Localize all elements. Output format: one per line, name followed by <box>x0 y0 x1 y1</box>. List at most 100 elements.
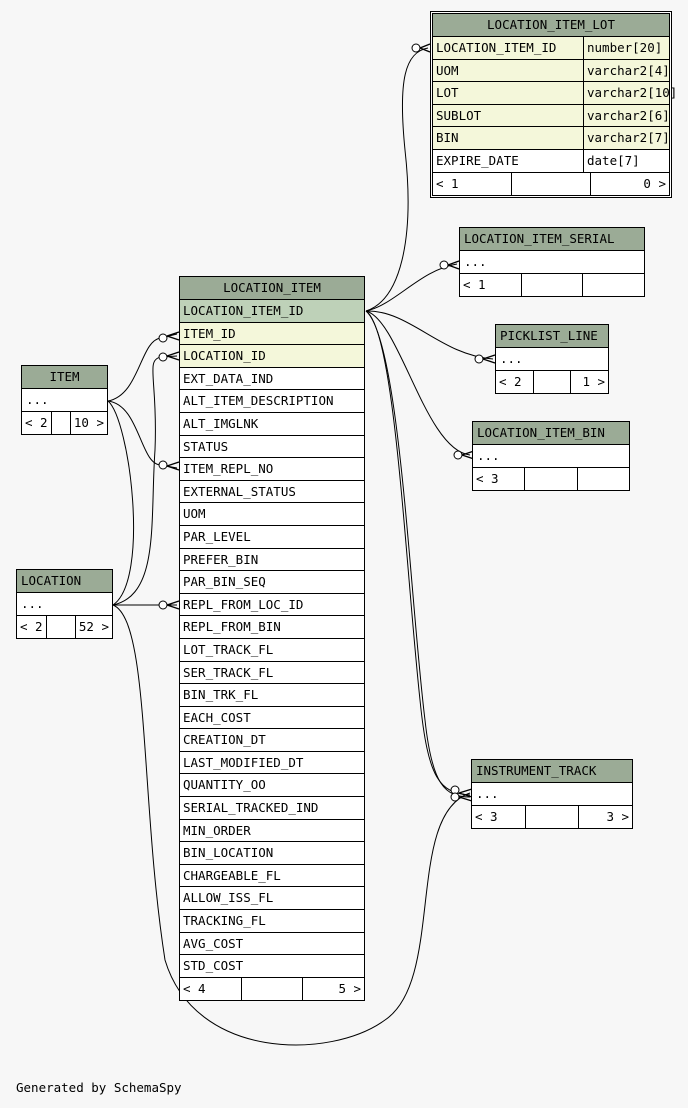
column-name: LOT_TRACK_FL <box>183 641 274 657</box>
column-name: BIN <box>436 130 459 146</box>
table-header[interactable]: LOCATION <box>17 570 112 593</box>
table-location-item-bin[interactable]: LOCATION_ITEM_BIN...< 3 <box>472 421 630 491</box>
column-row[interactable]: BIN_TRK_FL <box>180 684 364 707</box>
column-row[interactable]: PREFER_BIN <box>180 549 364 572</box>
link-location-item-bin <box>365 310 471 456</box>
column-name: CHARGEABLE_FL <box>183 867 281 883</box>
column-type: varchar2[6] <box>583 104 670 127</box>
more-columns-row[interactable]: ... <box>460 251 644 274</box>
column-name: LOT <box>436 85 459 101</box>
more-columns-row[interactable]: ... <box>22 389 107 412</box>
child-count: 0 > <box>590 172 669 195</box>
link-location-location-id <box>112 355 178 606</box>
table-header[interactable]: LOCATION_ITEM <box>180 277 364 300</box>
column-row[interactable]: UOM <box>180 503 364 526</box>
table-location[interactable]: LOCATION... < 2 52 > <box>16 569 113 639</box>
column-name: STD_COST <box>183 958 244 974</box>
more-columns-row[interactable]: ... <box>17 593 112 616</box>
table-instrument-track[interactable]: INSTRUMENT_TRACK... < 3 3 > <box>471 759 633 829</box>
table-header[interactable]: LOCATION_ITEM_SERIAL <box>460 228 644 251</box>
column-row[interactable]: REPL_FROM_LOC_ID <box>180 594 364 617</box>
column-row[interactable]: AVG_COST <box>180 933 364 956</box>
column-name: BIN_LOCATION <box>183 845 274 861</box>
more-columns-row[interactable]: ... <box>496 348 608 371</box>
column-row[interactable]: MIN_ORDER <box>180 820 364 843</box>
table-footer: < 2 10 > <box>22 411 107 434</box>
child-count <box>576 467 629 490</box>
column-row[interactable]: LOCATION_ITEM_ID <box>180 300 364 323</box>
column-name: UOM <box>183 506 206 522</box>
parent-count: < 4 <box>183 980 206 996</box>
link-location-item-serial <box>365 263 458 312</box>
link-instrument-track-a <box>365 310 471 796</box>
column-name: ITEM_ID <box>183 325 236 341</box>
column-row[interactable]: CREATION_DT <box>180 729 364 752</box>
column-row[interactable]: TRACKING_FL <box>180 910 364 933</box>
column-name: ... <box>26 392 49 407</box>
column-row[interactable]: BIN varchar2[7] <box>433 127 670 150</box>
table-header[interactable]: PICKLIST_LINE <box>496 325 608 348</box>
table-header[interactable]: LOCATION_ITEM_LOT <box>433 14 669 37</box>
table-footer: < 4 5 > <box>180 977 364 1000</box>
column-row[interactable]: EXT_DATA_IND <box>180 368 364 391</box>
column-row[interactable]: CHARGEABLE_FL <box>180 865 364 888</box>
column-name: SERIAL_TRACKED_IND <box>183 800 319 816</box>
column-name: UOM <box>436 62 459 78</box>
column-row[interactable]: STD_COST <box>180 955 364 978</box>
more-columns-row[interactable]: ... <box>472 783 632 806</box>
column-row[interactable]: BIN_LOCATION <box>180 842 364 865</box>
column-name: CREATION_DT <box>183 732 266 748</box>
parent-count: < 2 <box>25 414 48 430</box>
column-row[interactable]: ALLOW_ISS_FL <box>180 887 364 911</box>
column-name: EXTERNAL_STATUS <box>183 483 296 499</box>
column-row[interactable]: LAST_MODIFIED_DT <box>180 752 364 775</box>
child-count: 52 > <box>74 615 112 638</box>
parent-count: < 3 <box>475 808 498 824</box>
column-row[interactable]: ALT_IMGLNK <box>180 413 364 436</box>
table-header[interactable]: LOCATION_ITEM_BIN <box>473 422 629 445</box>
table-location-item[interactable]: LOCATION_ITEM LOCATION_ITEM_ID ITEM_ID LOCA… <box>179 276 365 1001</box>
column-row[interactable]: SER_TRACK_FL <box>180 662 364 685</box>
child-count: 3 > <box>578 805 632 828</box>
column-row[interactable]: QUANTITY_OO <box>180 774 364 798</box>
column-name: EXPIRE_DATE <box>436 152 519 168</box>
column-name: ... <box>477 448 500 463</box>
table-location-item-serial[interactable]: LOCATION_ITEM_SERIAL... < 1 <box>459 227 645 297</box>
column-row[interactable]: ALT_ITEM_DESCRIPTION <box>180 390 364 413</box>
column-row[interactable]: REPL_FROM_BIN <box>180 616 364 639</box>
column-type: varchar2[7] <box>583 127 670 149</box>
parent-count: < 2 <box>20 618 43 634</box>
child-count: 10 > <box>69 411 107 434</box>
column-row[interactable]: EACH_COST <box>180 707 364 730</box>
table-header[interactable]: INSTRUMENT_TRACK <box>472 760 632 783</box>
column-name: PAR_BIN_SEQ <box>183 574 266 590</box>
parent-count: < 1 <box>463 276 486 292</box>
link-location-item-lot <box>365 47 429 312</box>
column-name: ... <box>500 351 523 366</box>
table-item[interactable]: ITEM... < 2 10 > <box>21 365 108 435</box>
column-name: ALT_IMGLNK <box>183 415 259 431</box>
column-row[interactable]: ITEM_ID <box>180 322 364 346</box>
column-row[interactable]: PAR_BIN_SEQ <box>180 571 364 594</box>
more-columns-row[interactable]: ... <box>473 445 629 468</box>
parent-count: < 2 <box>499 373 522 389</box>
column-row[interactable]: PAR_LEVEL <box>180 526 364 549</box>
column-row[interactable]: SERIAL_TRACKED_IND <box>180 797 364 820</box>
table-header[interactable]: ITEM <box>22 366 107 389</box>
column-name: LOCATION_ITEM_ID <box>183 303 304 318</box>
column-row[interactable]: EXTERNAL_STATUS <box>180 481 364 504</box>
column-row[interactable]: STATUS <box>180 436 364 459</box>
column-row[interactable]: LOT_TRACK_FL <box>180 639 364 662</box>
child-count: 5 > <box>302 977 364 1000</box>
column-row[interactable]: LOCATION_ID <box>180 345 364 368</box>
column-row[interactable]: ITEM_REPL_NO <box>180 458 364 481</box>
